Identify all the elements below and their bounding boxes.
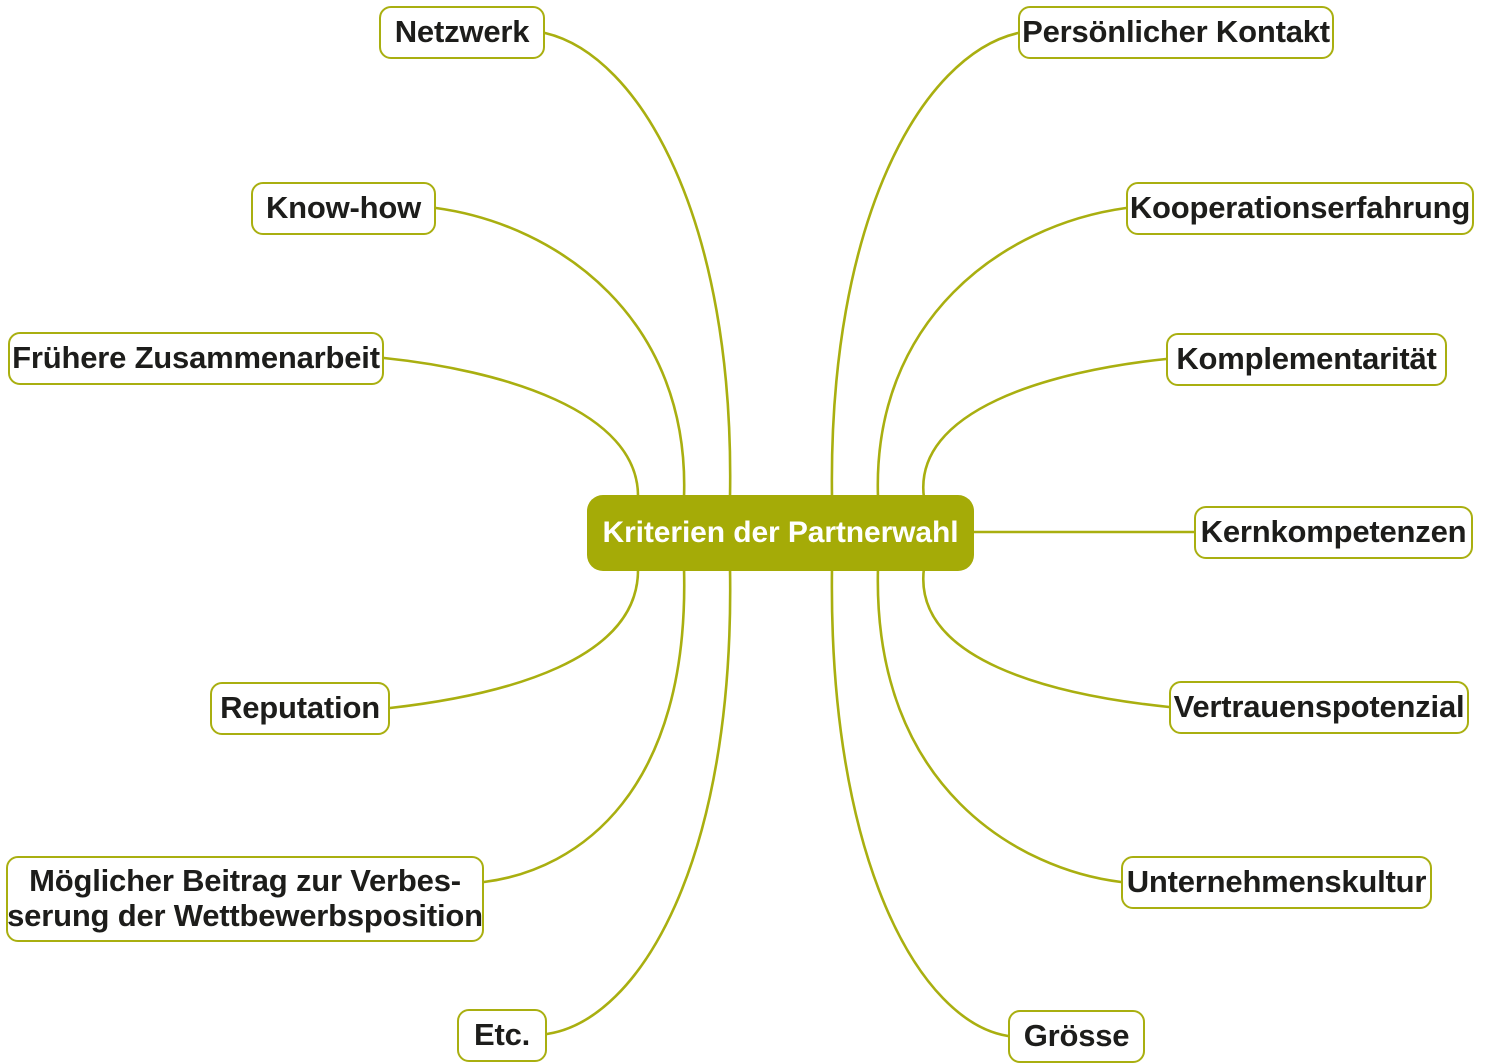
connector-vertrauenspotenzial [922, 566, 1171, 709]
center-node[interactable]: Kriterien der Partnerwahl [587, 495, 974, 571]
branch-node-reputation[interactable]: Reputation [210, 682, 390, 735]
branch-node-kernkompetenzen[interactable]: Kernkompetenzen [1194, 506, 1473, 559]
center-node-label: Kriterien der Partnerwahl [602, 516, 959, 549]
branch-node-fruehere-zusammenarbeit[interactable]: Frühere Zusammenarbeit [8, 332, 384, 385]
connector-etc [545, 566, 732, 1036]
connector-moeglicher-beitrag [482, 566, 686, 884]
connector-fruehere-zusammenarbeit [382, 356, 640, 500]
connector-know-how [434, 206, 686, 499]
connector-komplementaritaet [922, 357, 1168, 500]
connector-netzwerk [543, 31, 732, 499]
branch-node-know-how[interactable]: Know-how [251, 182, 436, 235]
branch-node-groesse[interactable]: Grösse [1008, 1010, 1145, 1063]
connector-reputation [388, 566, 640, 710]
connector-unternehmenskultur [876, 566, 1123, 884]
branch-node-netzwerk[interactable]: Netzwerk [379, 6, 545, 59]
branch-node-moeglicher-beitrag[interactable]: Möglicher Beitrag zur Verbes- serung der… [6, 856, 484, 942]
branch-node-komplementaritaet[interactable]: Komplementarität [1166, 333, 1447, 386]
branch-node-kooperationserfahrung[interactable]: Kooperationserfahrung [1126, 182, 1474, 235]
branch-node-persoenlicher-kontakt[interactable]: Persönlicher Kontakt [1018, 6, 1334, 59]
connector-persoenlicher-kontakt [830, 31, 1020, 499]
connector-kooperationserfahrung [876, 206, 1128, 499]
branch-node-unternehmenskultur[interactable]: Unternehmenskultur [1121, 856, 1432, 909]
connector-groesse [830, 566, 1010, 1038]
branch-node-vertrauenspotenzial[interactable]: Vertrauenspotenzial [1169, 681, 1469, 734]
branch-node-etc[interactable]: Etc. [457, 1009, 547, 1062]
